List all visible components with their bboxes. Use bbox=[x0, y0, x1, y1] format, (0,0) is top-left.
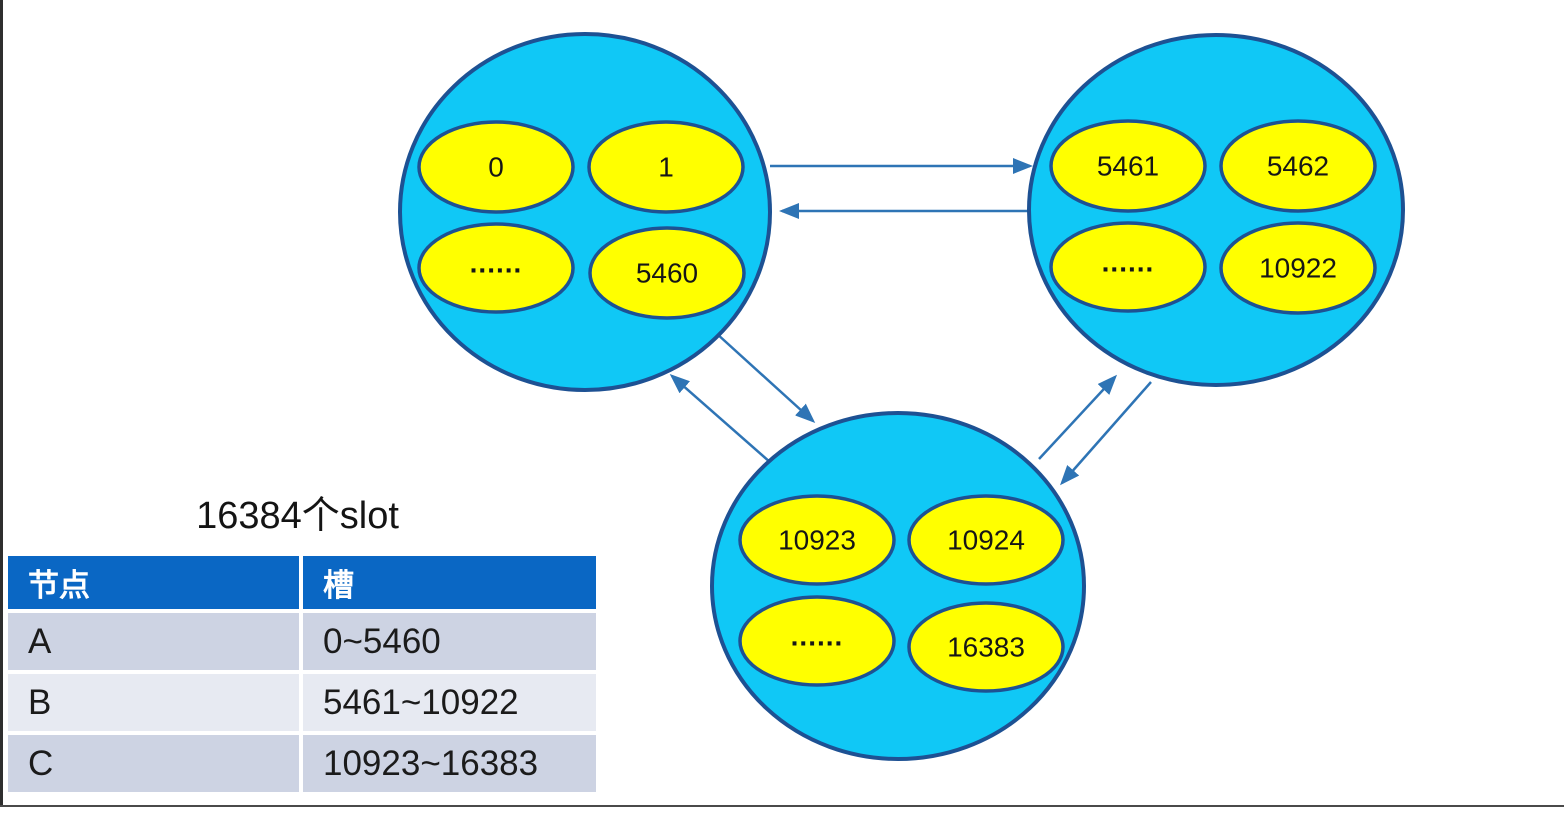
table-row: C 10923~16383 bbox=[8, 735, 596, 792]
node-a-circle bbox=[398, 32, 772, 392]
slot-label: ...... bbox=[470, 248, 523, 279]
slot-label: 10924 bbox=[947, 525, 1025, 556]
slot-label: 1 bbox=[658, 152, 674, 183]
node-c: 10923 10924 ...... 16383 bbox=[710, 411, 1086, 761]
slot-bubble bbox=[738, 494, 896, 586]
slot-bubble bbox=[588, 226, 746, 320]
slot-bubble bbox=[907, 601, 1065, 693]
arrow-c-to-b bbox=[1038, 374, 1118, 460]
slot-label: 16383 bbox=[947, 632, 1025, 663]
table-header-node: 节点 bbox=[8, 556, 299, 609]
node-b-circle bbox=[1027, 33, 1405, 387]
node-name-cell: B bbox=[8, 674, 299, 731]
slot-bubble bbox=[587, 120, 745, 214]
node-name-cell: C bbox=[8, 735, 299, 792]
arrow-a-to-c bbox=[715, 332, 816, 424]
slot-bubble bbox=[417, 222, 575, 314]
node-a: 0 1 ...... 5460 bbox=[398, 32, 772, 392]
node-name-cell: A bbox=[8, 613, 299, 670]
slot-label: ...... bbox=[1102, 247, 1155, 278]
slot-bubble bbox=[738, 595, 896, 687]
slot-range-cell: 0~5460 bbox=[303, 613, 596, 670]
table-header-row: 节点 槽 bbox=[8, 556, 596, 609]
slot-bubble bbox=[417, 120, 575, 214]
slot-count-title: 16384个slot bbox=[196, 495, 399, 537]
slot-bubble bbox=[1219, 119, 1377, 213]
arrow-c-to-a bbox=[669, 374, 772, 464]
arrows bbox=[669, 158, 1152, 486]
slot-bubble bbox=[907, 494, 1065, 586]
arrow-b-to-c bbox=[1060, 381, 1152, 486]
slot-bubble bbox=[1049, 119, 1207, 213]
slot-label: ...... bbox=[791, 621, 844, 652]
bottom-edge-line bbox=[0, 805, 1564, 807]
slot-label: 10923 bbox=[778, 525, 856, 556]
slot-table: 节点 槽 A 0~5460 B 5461~10922 C 10923~16383 bbox=[8, 556, 596, 796]
slot-range-cell: 5461~10922 bbox=[303, 674, 596, 731]
table-row: B 5461~10922 bbox=[8, 674, 596, 731]
slot-label: 5460 bbox=[636, 258, 698, 289]
slot-label: 5462 bbox=[1267, 151, 1329, 182]
slot-bubble bbox=[1049, 221, 1207, 313]
node-c-circle bbox=[710, 411, 1086, 761]
node-b: 5461 5462 ...... 10922 bbox=[1027, 33, 1405, 387]
slot-range-cell: 10923~16383 bbox=[303, 735, 596, 792]
slot-bubble bbox=[1219, 221, 1377, 315]
slot-label: 5461 bbox=[1097, 151, 1159, 182]
table-row: A 0~5460 bbox=[8, 613, 596, 670]
slot-label: 10922 bbox=[1259, 253, 1337, 284]
table-header-slot: 槽 bbox=[303, 556, 596, 609]
left-edge-line bbox=[0, 0, 3, 806]
slot-label: 0 bbox=[488, 152, 504, 183]
